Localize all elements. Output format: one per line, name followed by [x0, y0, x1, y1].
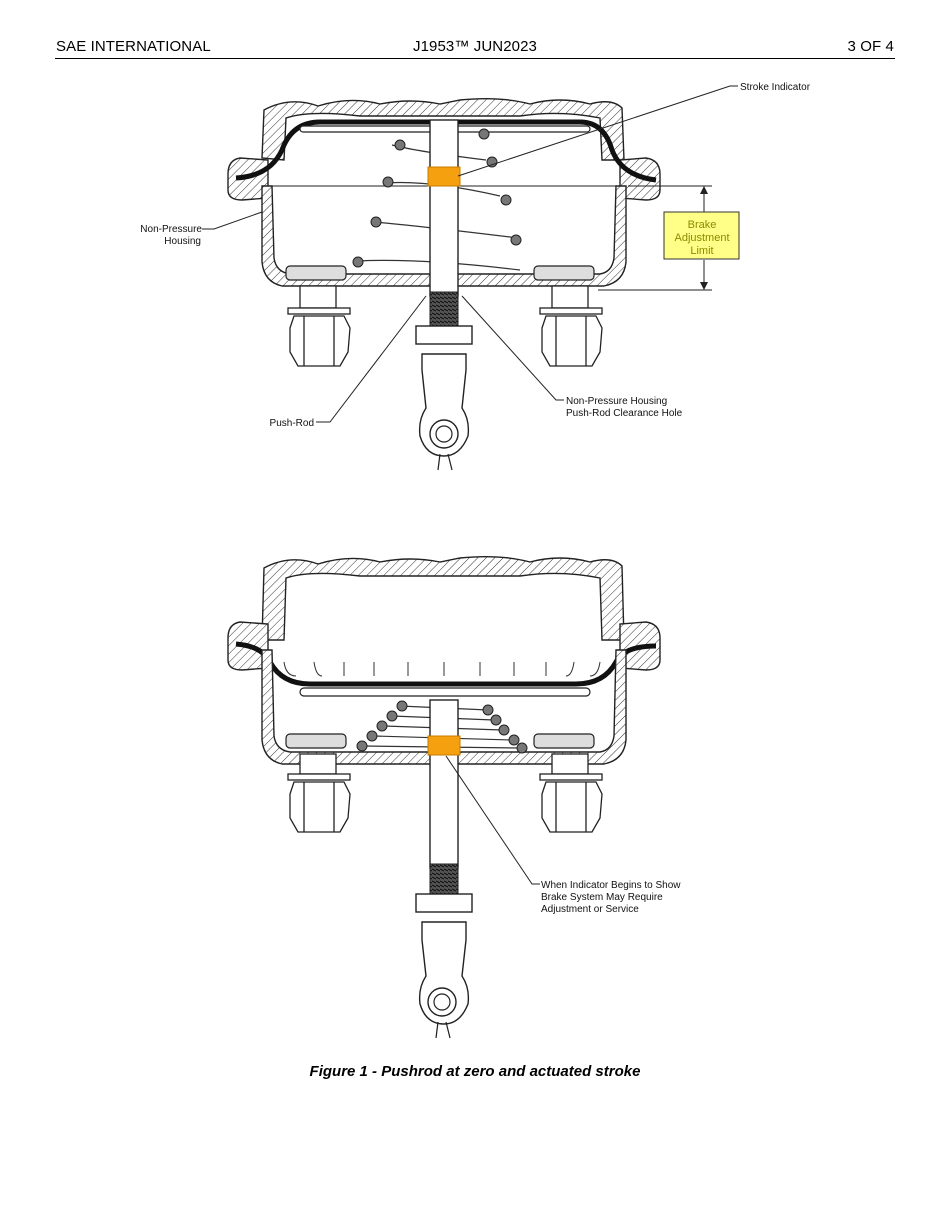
label-brake-limit-1: Brake [688, 219, 717, 231]
bottom-diaphragm [235, 641, 657, 687]
bottom-stroke-indicator [427, 735, 461, 756]
top-push-rod [429, 119, 459, 297]
top-stud-right [539, 285, 603, 367]
bottom-non-pressure-housing [261, 649, 627, 765]
header-doc-id: J1953™ JUN2023 [413, 38, 537, 55]
top-stroke-indicator [427, 166, 461, 187]
top-clamp-left [227, 157, 269, 201]
top-rod-thread [429, 291, 459, 327]
top-pressure-housing [261, 97, 625, 161]
header-page-number: 3 OF 4 [847, 38, 894, 55]
bottom-stud-right [539, 753, 603, 833]
label-clearance-hole-2: Push-Rod Clearance Hole [566, 408, 683, 419]
header-rule [55, 58, 895, 59]
top-brake-chamber [202, 85, 740, 471]
bottom-pressure-housing [261, 555, 625, 641]
header-org: SAE INTERNATIONAL [56, 38, 211, 55]
label-brake-limit-3: Limit [690, 245, 713, 257]
label-brake-limit-2: Adjustment [674, 232, 729, 244]
label-stroke-indicator: Stroke Indicator [740, 82, 811, 93]
label-indicator-note-3: Adjustment or Service [541, 904, 639, 915]
label-clearance-hole-1: Non-Pressure Housing [566, 396, 667, 407]
bottom-stud-left [287, 753, 351, 833]
label-non-pressure-housing-2: Housing [164, 236, 201, 247]
bottom-push-rod [429, 699, 459, 869]
top-stud-left [287, 285, 351, 367]
label-non-pressure-housing-1: Non-Pressure [140, 224, 202, 235]
figure-caption: Figure 1 - Pushrod at zero and actuated … [309, 1063, 641, 1080]
bottom-brake-chamber [227, 555, 661, 1039]
label-indicator-note-2: Brake System May Require [541, 892, 663, 903]
label-indicator-note-1: When Indicator Begins to Show [541, 880, 681, 891]
label-push-rod: Push-Rod [270, 418, 314, 429]
bottom-rod-thread [429, 863, 459, 897]
brake-adjustment-limit-box [663, 211, 740, 260]
